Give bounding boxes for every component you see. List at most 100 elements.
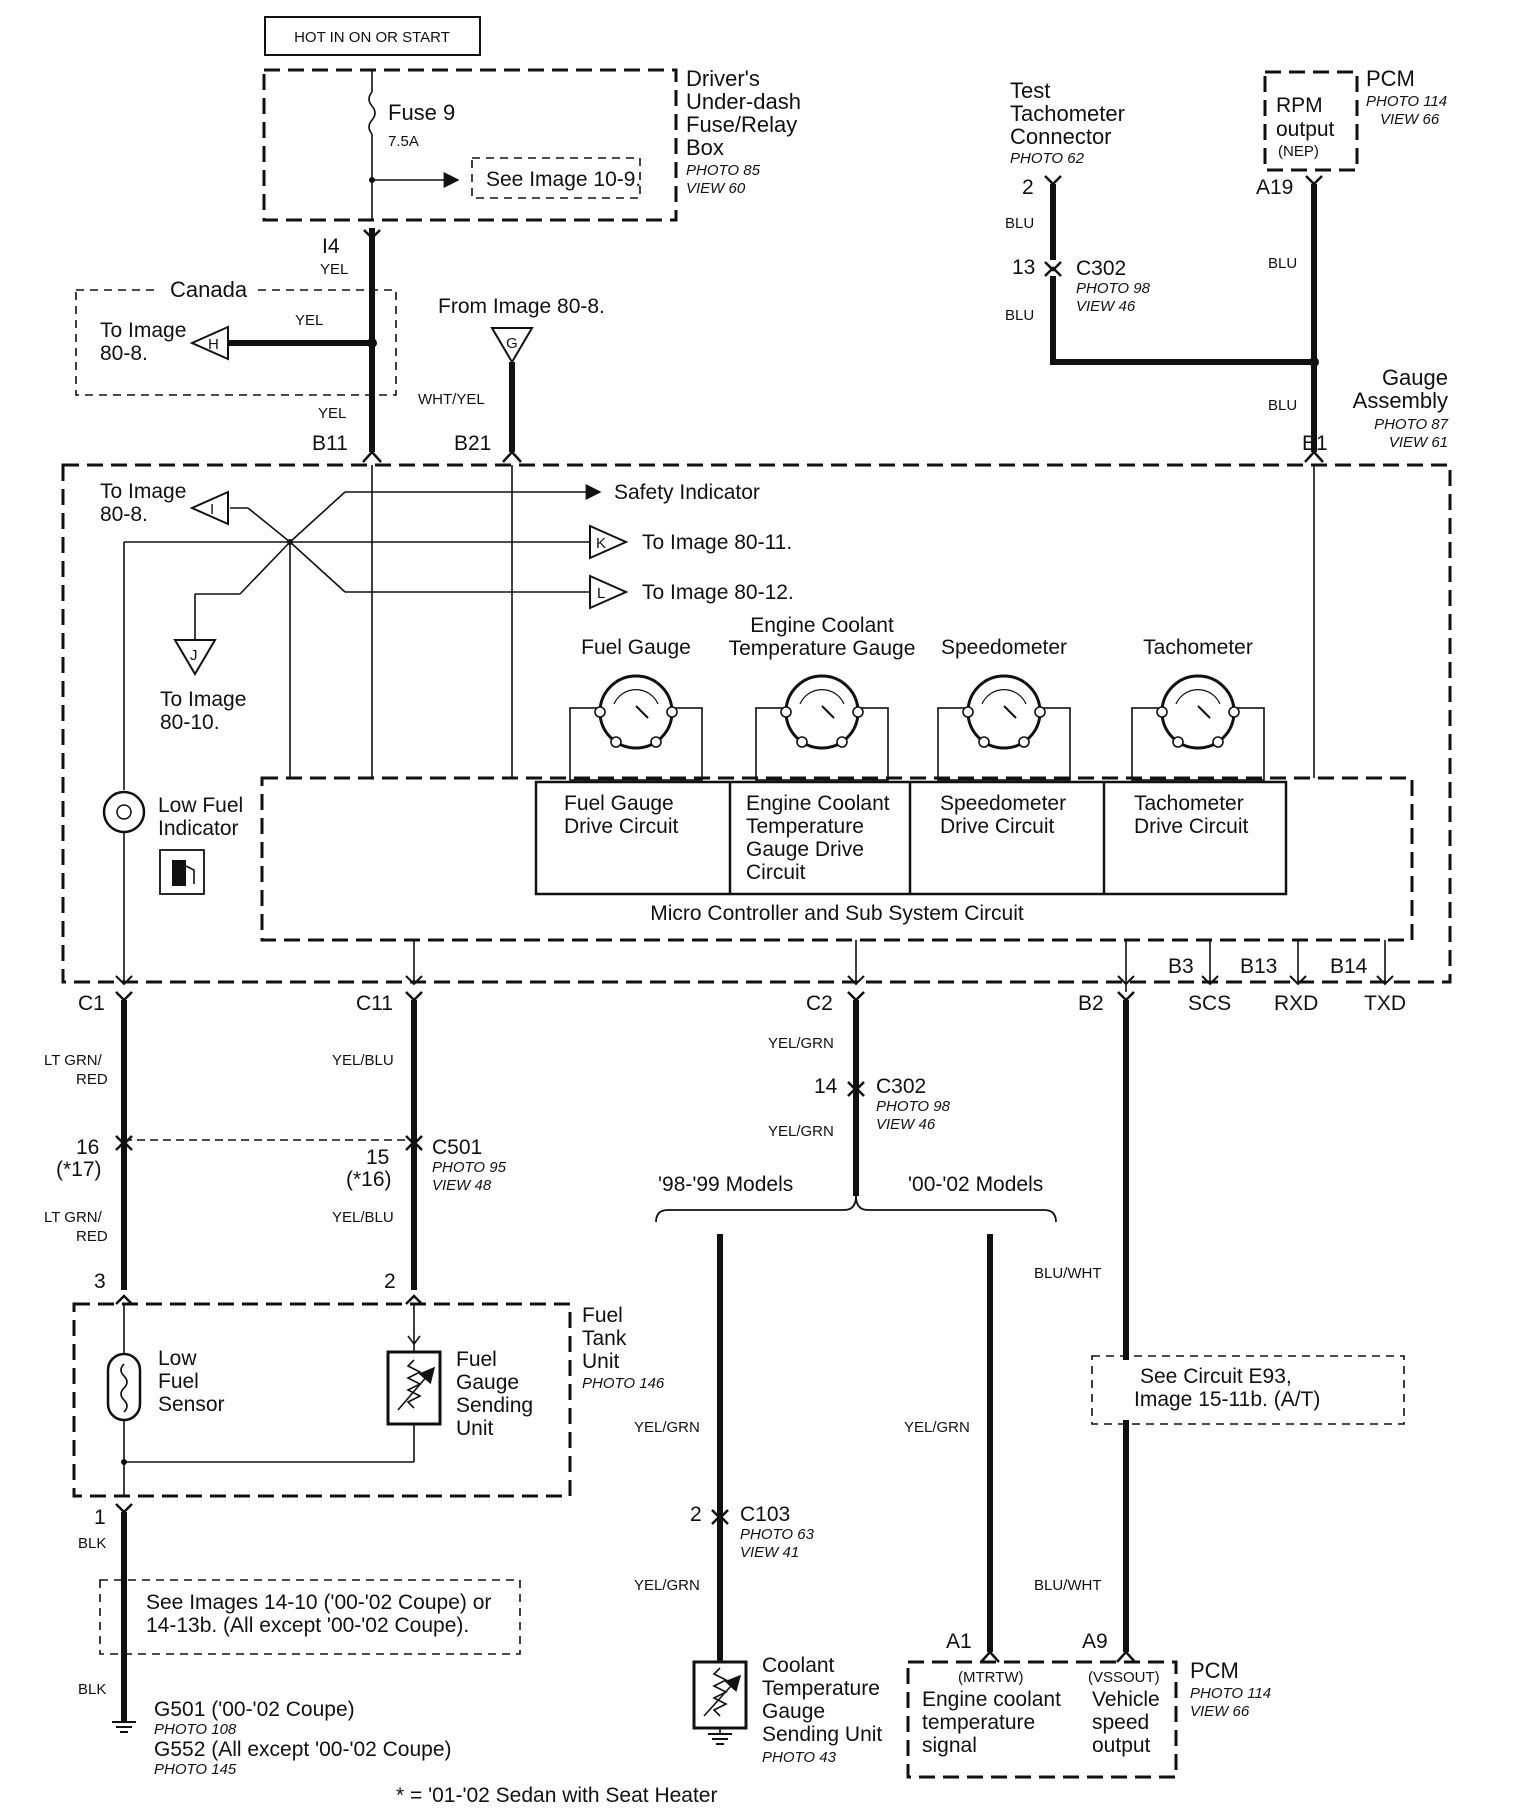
pcm-pin-a1: A1 — [946, 1630, 972, 1653]
gauge-assembly-name-1: Gauge — [1382, 365, 1448, 390]
c2-wire-left-below: YEL/GRN — [634, 1577, 700, 1594]
speedometer-label: Speedometer — [941, 636, 1067, 659]
flag-h-label: H — [208, 336, 219, 353]
connector-flag-g — [490, 327, 534, 364]
signal-scs: SCS — [1188, 992, 1231, 1015]
models-00-02: '00-'02 Models — [908, 1173, 1043, 1196]
tach-wire-top: BLU — [1005, 215, 1034, 232]
tach-connector-name-1: Test — [1010, 78, 1050, 103]
canada-to-image-2: 80-8. — [100, 342, 148, 365]
pin-b21: B21 — [454, 432, 491, 455]
gauge-asm-wire: BLU — [1268, 397, 1297, 414]
fuse-rating: 7.5A — [388, 133, 419, 150]
pcm-sig1-3: signal — [922, 1734, 977, 1757]
pcm-pin-a9: A9 — [1082, 1630, 1108, 1653]
fuel-gauge-meter — [569, 674, 703, 781]
connector-flag-l — [589, 574, 629, 610]
fuse-icon — [368, 91, 376, 135]
c501-view: VIEW 48 — [432, 1177, 492, 1194]
pin-b2: B2 — [1078, 992, 1104, 1015]
tachometer-drive-circuit-label: Drive Circuit — [1134, 815, 1249, 838]
fuel-gauge-sender-2: Gauge — [456, 1371, 519, 1394]
to-image-i-2: 80-8. — [100, 503, 148, 526]
to-image-i-1: To Image — [100, 480, 186, 503]
flag-i-label: I — [210, 501, 214, 518]
c501-pin-17: (*17) — [56, 1158, 102, 1181]
to-image-j-2: 80-10. — [160, 711, 220, 734]
wire-yel-top: YEL — [320, 261, 348, 278]
pcm-top-photo: PHOTO 114 — [1366, 93, 1447, 110]
models-98-99: '98-'99 Models — [658, 1173, 793, 1196]
ground-icon — [112, 1721, 136, 1733]
c501-photo: PHOTO 95 — [432, 1159, 507, 1176]
tach-connector-name-2: Tachometer — [1010, 101, 1125, 126]
engine-coolant-gauge-drive-circuit-label: Gauge Drive — [746, 838, 864, 861]
pcm-rpm-1: RPM — [1276, 94, 1323, 117]
low-fuel-indicator-1: Low Fuel — [158, 794, 243, 817]
c501-pin-15: 15 — [366, 1146, 389, 1169]
ground-g552-photo: PHOTO 145 — [154, 1761, 237, 1778]
b2-wire-below: BLU/WHT — [1034, 1577, 1102, 1594]
to-image-80-12: To Image 80-12. — [642, 581, 794, 604]
fuel-tank-pin-3: 3 — [94, 1270, 106, 1293]
fuel-tank-name-1: Fuel — [582, 1304, 623, 1327]
c2-wire-top: YEL/GRN — [768, 1035, 834, 1052]
c103-name: C103 — [740, 1503, 790, 1526]
pcm-bottom-view: VIEW 66 — [1190, 1703, 1250, 1720]
fuse-box-name-3: Fuse/Relay — [686, 112, 797, 137]
coolant-sender-photo: PHOTO 43 — [762, 1749, 837, 1766]
tachometer-meter — [1131, 674, 1265, 781]
to-image-80-11: To Image 80-11. — [642, 531, 792, 554]
see-circuit-2: Image 15-11b. (A/T) — [1134, 1388, 1320, 1411]
fuel-tank-name-2: Tank — [582, 1327, 627, 1350]
fuel-gauge-sending-unit-icon — [386, 1350, 442, 1426]
c302-top-view: VIEW 46 — [1076, 298, 1136, 315]
pcm-nep: (NEP) — [1278, 143, 1319, 160]
canada-to-image-1: To Image — [100, 319, 186, 342]
micro-controller-box — [260, 776, 1414, 942]
speedometer-drive-circuit-label: Speedometer — [940, 792, 1066, 815]
pcm-sig2-1: Vehicle — [1092, 1688, 1160, 1711]
c2-wire-right: YEL/GRN — [904, 1419, 970, 1436]
pin-b3: B3 — [1168, 955, 1194, 978]
wire-c1-below-1: LT GRN/ — [44, 1209, 103, 1226]
pcm-rpm-2: output — [1276, 118, 1335, 141]
flag-j-label: J — [190, 647, 198, 664]
tachometer-drive-circuit-label: Tachometer — [1134, 792, 1244, 815]
tach-connector-name-3: Connector — [1010, 124, 1112, 149]
engine-coolant-gauge-drive-circuit-label: Engine Coolant — [746, 792, 890, 815]
c103-pin-2: 2 — [690, 1503, 702, 1526]
coolant-sender-3: Gauge — [762, 1700, 825, 1723]
fuel-gauge-sender-3: Sending — [456, 1394, 533, 1417]
pin-c11: C11 — [356, 992, 393, 1015]
coolant-sender-4: Sending Unit — [762, 1723, 882, 1746]
wire-c1-1: LT GRN/ — [44, 1052, 103, 1069]
pcm-sig2-3: output — [1092, 1734, 1151, 1757]
connector-flag-k — [589, 524, 629, 560]
fuse-box-name-2: Under-dash — [686, 89, 801, 114]
engine-coolant-gauge-meter — [755, 674, 889, 781]
micro-controller-label: Micro Controller and Sub System Circuit — [650, 902, 1024, 925]
wire-blk-2: BLK — [78, 1681, 106, 1698]
from-image-wire: WHT/YEL — [418, 391, 485, 408]
pcm-sig2: (VSSOUT) — [1088, 1669, 1160, 1686]
pcm-top-wire: BLU — [1268, 255, 1297, 272]
pin-b1: B1 — [1302, 432, 1328, 455]
power-label-box — [264, 16, 481, 56]
canada-wire: YEL — [295, 312, 323, 329]
fuel-tank-pin-1: 1 — [94, 1506, 106, 1529]
pin-b14: B14 — [1330, 955, 1368, 978]
pcm-top-name: PCM — [1366, 66, 1415, 91]
pcm-pin-a19: A19 — [1256, 176, 1293, 199]
pin-b13: B13 — [1240, 955, 1277, 978]
pcm-sig2-2: speed — [1092, 1711, 1149, 1734]
pcm-sig1: (MTRTW) — [958, 1669, 1024, 1686]
fuel-tank-pin-2: 2 — [384, 1270, 396, 1293]
speedometer-drive-circuit-label: Drive Circuit — [940, 815, 1055, 838]
tach-wire-bottom: BLU — [1005, 307, 1034, 324]
fuel-tank-name-3: Unit — [582, 1350, 620, 1373]
fuel-gauge-sender-4: Unit — [456, 1417, 494, 1440]
pcm-top-view: VIEW 66 — [1380, 111, 1440, 128]
pcm-bottom-name: PCM — [1190, 1658, 1239, 1683]
